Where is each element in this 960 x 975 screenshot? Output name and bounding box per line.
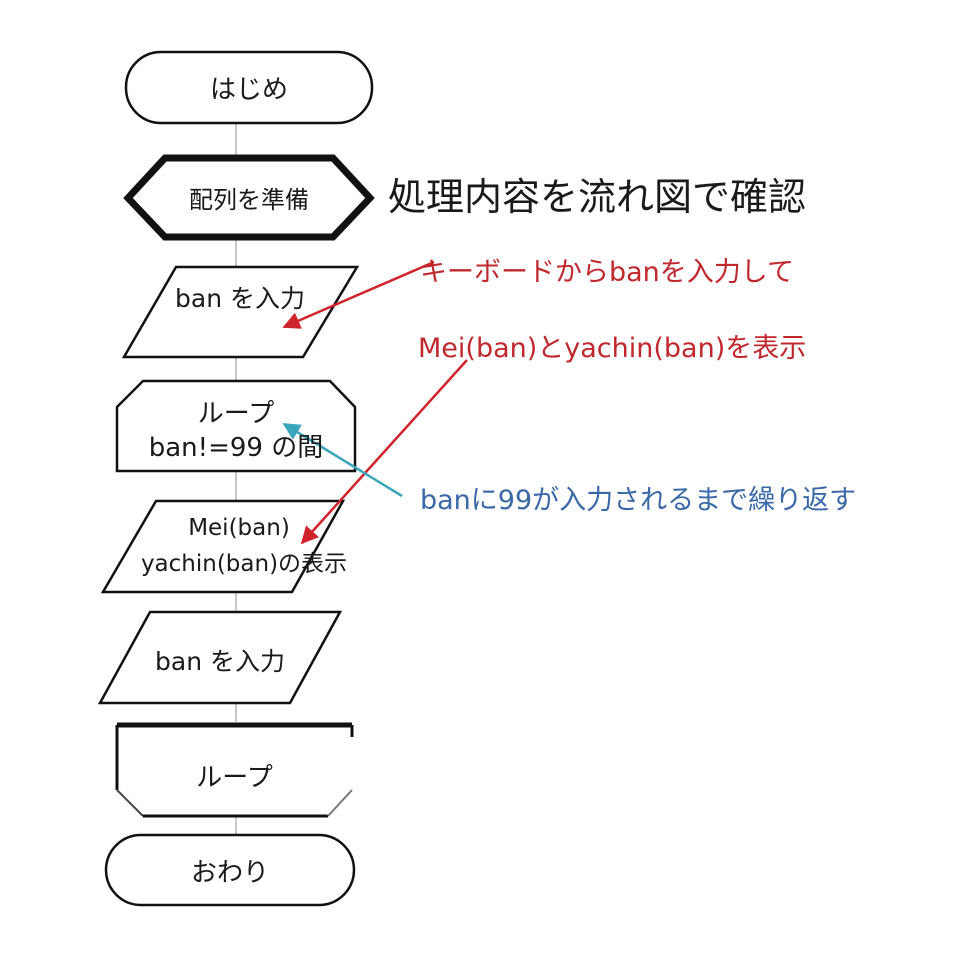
end-terminator-shape — [104, 833, 356, 907]
input1-label: ban を入力 — [175, 284, 305, 313]
input-note-arrow — [282, 260, 435, 329]
loop-start-label-line1: ループ — [197, 399, 275, 429]
prepare-hexagon-shape — [123, 154, 375, 241]
start-label: はじめ — [209, 75, 288, 105]
loop-note-arrow — [282, 422, 403, 498]
input2-parallelogram-shape — [97, 610, 343, 705]
output-label: Mei(ban) yachin(ban)の表示 — [112, 506, 376, 586]
loop-note-text: banに99が入力されるまで繰り返す — [420, 485, 857, 516]
diagram-title: 処理内容を流れ図で確認 — [388, 175, 807, 219]
prepare-label: 配列を準備 — [189, 186, 309, 214]
input1-parallelogram-shape — [121, 265, 360, 359]
output-label-line2: yachin(ban)の表示 — [140, 551, 348, 577]
output-note-text: Mei(ban)とyachin(ban)を表示 — [418, 333, 807, 364]
loop-end-label: ループ — [196, 762, 273, 793]
output-parallelogram-shape — [100, 499, 346, 594]
output-note-arrow — [300, 359, 468, 545]
loop-start-label: ループ ban!=99 の間 — [117, 392, 355, 470]
start-terminator-shape — [124, 50, 374, 125]
loop-end-shape — [115, 722, 354, 818]
input-note-text: キーボードからbanを入力して — [420, 257, 794, 288]
input2-label: ban を入力 — [155, 647, 285, 676]
loop-start-shape — [115, 379, 357, 473]
output-label-line1: Mei(ban) — [188, 515, 290, 541]
end-label: おわり — [190, 857, 269, 888]
loop-start-label-line2: ban!=99 の間 — [148, 433, 324, 463]
